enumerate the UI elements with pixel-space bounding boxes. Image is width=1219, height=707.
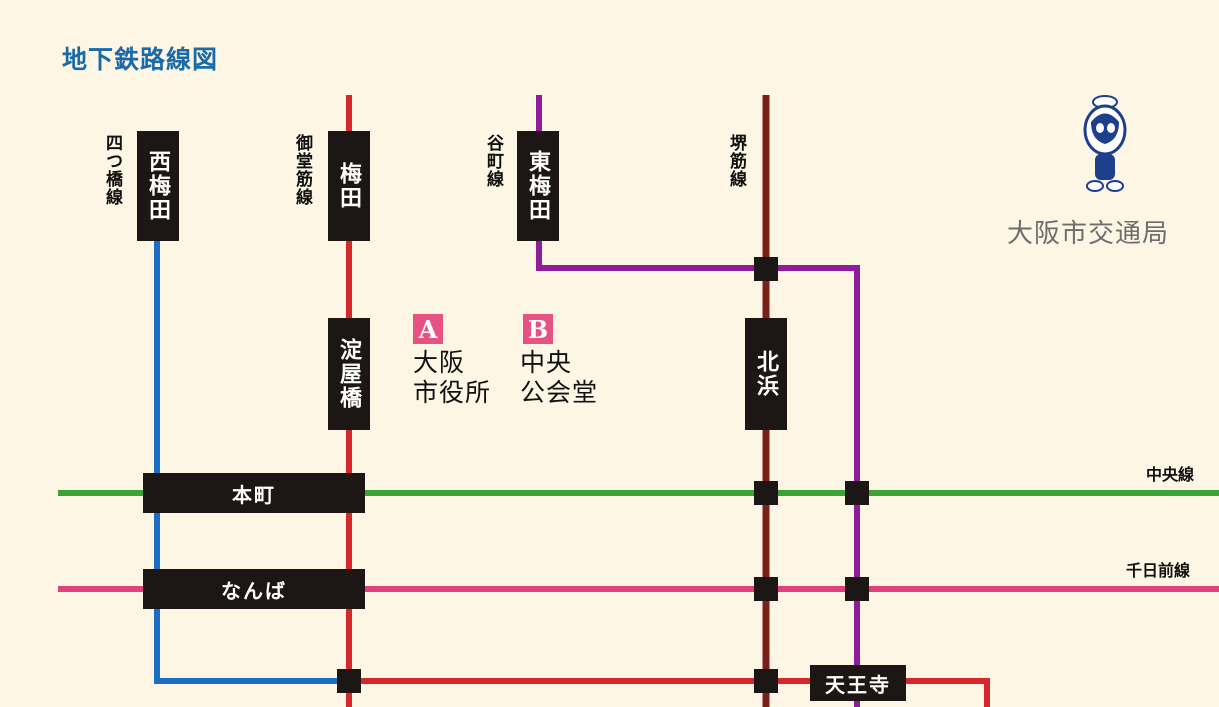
organization-name: 大阪市交通局	[1007, 219, 1170, 249]
interchange-marker	[754, 577, 778, 601]
exit-a-badge: A	[413, 314, 443, 344]
interchange-marker	[845, 577, 869, 601]
station-namba[interactable]: なんば	[143, 569, 365, 609]
sennichimae-line-label: 千日前線	[1126, 561, 1191, 580]
chuo-line-label: 中央線	[1146, 465, 1195, 484]
exit-b-line2: 公会堂	[520, 378, 599, 407]
sakaisuji-line-label: 堺筋線	[726, 134, 746, 188]
interchange-marker	[754, 481, 778, 505]
station-nishi-umeda[interactable]: 西梅田	[137, 131, 179, 241]
exit-b-line1: 中央	[520, 348, 573, 377]
station-kitahama[interactable]: 北浜	[745, 318, 787, 430]
midosuji-line-label: 御堂筋線	[292, 134, 312, 206]
station-tennoji[interactable]: 天王寺	[810, 665, 906, 701]
exit-b-badge: B	[523, 314, 553, 344]
exit-a-line2: 市役所	[413, 378, 492, 407]
interchange-marker	[337, 669, 361, 693]
yotsubashi-line-label: 四つ橋線	[102, 134, 122, 206]
tanimachi-line-label: 谷町線	[483, 134, 503, 188]
interchange-marker	[754, 669, 778, 693]
exit-a-line1: 大阪	[413, 348, 466, 377]
station-umeda[interactable]: 梅田	[328, 131, 370, 241]
station-honmachi[interactable]: 本町	[143, 473, 365, 513]
tennoji-line	[349, 678, 990, 707]
mascot-icon	[1083, 95, 1127, 192]
exit-b-label: 中央 公会堂	[520, 348, 598, 408]
interchange-marker	[845, 481, 869, 505]
yotsubashi-line	[154, 240, 349, 684]
interchange-marker	[754, 257, 778, 281]
station-higashi-umeda[interactable]: 東梅田	[517, 131, 559, 241]
exit-a-label: 大阪 市役所	[413, 348, 491, 408]
map-title: 地下鉄路線図	[62, 45, 219, 74]
station-yodoyabashi[interactable]: 淀屋橋	[328, 318, 370, 430]
